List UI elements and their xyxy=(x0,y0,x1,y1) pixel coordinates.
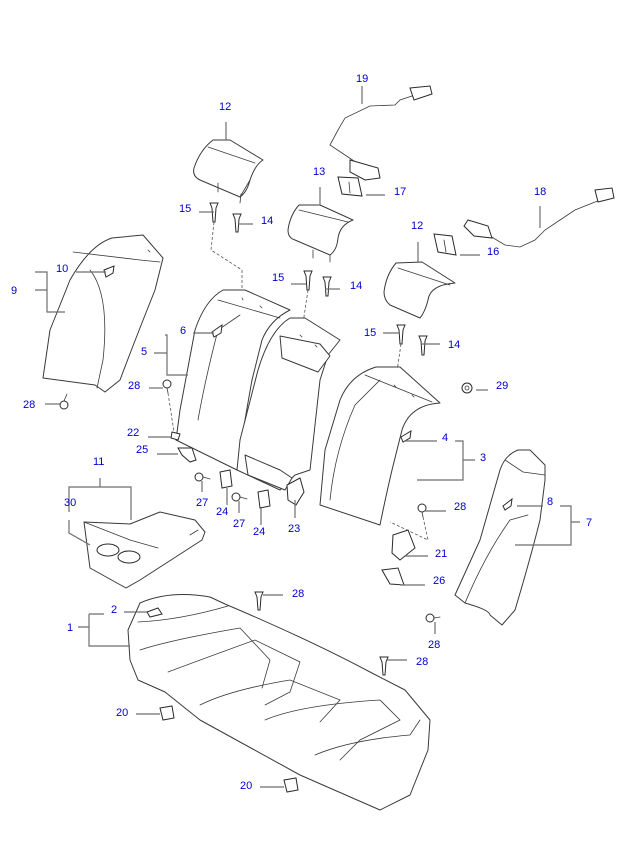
cable-release-left[interactable] xyxy=(329,85,433,181)
seatback-left-clip[interactable] xyxy=(211,323,223,338)
callout-20-b[interactable]: 20 xyxy=(240,780,252,792)
callout-24-a[interactable]: 24 xyxy=(216,506,228,518)
callout-10[interactable]: 10 xyxy=(56,263,68,275)
callout-8[interactable]: 8 xyxy=(547,496,553,508)
callout-9[interactable]: 9 xyxy=(11,285,17,297)
bolt-side-bolster-right[interactable] xyxy=(425,613,441,623)
hinge-lower-right[interactable] xyxy=(381,567,405,586)
callout-12-left[interactable]: 12 xyxy=(219,101,231,113)
armrest-hinge[interactable] xyxy=(286,477,305,506)
headrest-right[interactable] xyxy=(383,261,456,319)
side-bolster-right[interactable] xyxy=(454,449,546,626)
headrest-guide-15-right[interactable] xyxy=(396,324,406,345)
callout-27-a[interactable]: 27 xyxy=(196,497,208,509)
callout-22[interactable]: 22 xyxy=(127,427,139,439)
hinge-dashline-right xyxy=(389,516,429,541)
callout-14-left[interactable]: 14 xyxy=(261,215,273,227)
callout-6[interactable]: 6 xyxy=(180,325,186,337)
callout-18[interactable]: 18 xyxy=(534,186,546,198)
side-bolster-left[interactable] xyxy=(42,234,164,393)
guide-dashline-right xyxy=(394,343,402,386)
callout-15-right[interactable]: 15 xyxy=(364,327,376,339)
headrest-guide-14-right[interactable] xyxy=(418,335,428,356)
headrest-guide-15-center[interactable] xyxy=(303,270,313,291)
callout-28-seatback-left[interactable]: 28 xyxy=(128,380,140,392)
callout-3[interactable]: 3 xyxy=(480,452,486,464)
bolt-side-bolster-left[interactable] xyxy=(59,393,69,410)
callout-28-cushion-right[interactable]: 28 xyxy=(416,656,428,668)
callout-19[interactable]: 19 xyxy=(356,73,368,85)
side-bolster-right-clip[interactable] xyxy=(502,497,513,511)
callout-15-center[interactable]: 15 xyxy=(272,272,284,284)
callout-14-right[interactable]: 14 xyxy=(448,339,460,351)
callout-26[interactable]: 26 xyxy=(433,575,445,587)
nut[interactable] xyxy=(461,382,473,394)
headrest-center[interactable] xyxy=(287,204,354,263)
callout-1[interactable]: 1 xyxy=(67,622,73,634)
callout-14-center[interactable]: 14 xyxy=(350,280,362,292)
callout-28-bolster-left[interactable]: 28 xyxy=(23,399,35,411)
callout-28-bolster-right[interactable]: 28 xyxy=(428,639,440,651)
leader-lines xyxy=(35,86,580,788)
guide-dashline-center xyxy=(301,289,309,331)
cushion-hook-2[interactable] xyxy=(283,777,299,793)
callout-29[interactable]: 29 xyxy=(496,380,508,392)
callout-23[interactable]: 23 xyxy=(288,523,300,535)
callout-24-b[interactable]: 24 xyxy=(253,526,265,538)
hinge-bracket-right[interactable] xyxy=(391,529,416,561)
callout-28-seatback-right[interactable]: 28 xyxy=(454,501,466,513)
bolt-seatback-right[interactable] xyxy=(417,503,427,518)
callout-5[interactable]: 5 xyxy=(141,346,147,358)
armrest-bracket-2[interactable] xyxy=(257,489,271,509)
bolt-cushion-rear-left[interactable] xyxy=(254,591,264,611)
callout-15-left[interactable]: 15 xyxy=(179,203,191,215)
callout-13[interactable]: 13 xyxy=(313,166,325,178)
cushion-hook-1[interactable] xyxy=(159,705,175,721)
headrest-guide-14-left[interactable] xyxy=(232,213,242,233)
seatback-right[interactable] xyxy=(319,366,441,526)
callout-20-a[interactable]: 20 xyxy=(116,707,128,719)
callout-27-b[interactable]: 27 xyxy=(233,518,245,530)
washer[interactable] xyxy=(170,431,181,441)
callout-25[interactable]: 25 xyxy=(136,444,148,456)
callout-21[interactable]: 21 xyxy=(435,548,447,560)
callout-16[interactable]: 16 xyxy=(487,246,499,258)
headrest-left[interactable] xyxy=(193,139,264,204)
guide-dashline-left xyxy=(210,221,243,295)
armrest[interactable] xyxy=(83,511,206,589)
armrest-bracket-1[interactable] xyxy=(219,469,233,489)
headrest-guide-14-center[interactable] xyxy=(322,276,332,297)
cable-release-right[interactable] xyxy=(463,187,615,248)
release-knob-left[interactable] xyxy=(337,176,363,197)
callout-7[interactable]: 7 xyxy=(586,517,592,529)
seat-cushion[interactable] xyxy=(127,594,431,811)
callout-labels: 19 12 13 17 18 16 12 15 14 15 14 15 14 1… xyxy=(11,73,592,792)
bolt-dashline-left xyxy=(167,392,175,433)
callout-2[interactable]: 2 xyxy=(111,604,117,616)
cushion-clip[interactable] xyxy=(146,607,163,618)
seatback-right-clip[interactable] xyxy=(400,430,412,443)
callout-4[interactable]: 4 xyxy=(442,432,448,444)
side-bolster-left-clip[interactable] xyxy=(103,265,115,278)
callout-11[interactable]: 11 xyxy=(93,456,104,468)
cup-holder[interactable] xyxy=(96,543,141,564)
callout-17[interactable]: 17 xyxy=(394,186,406,198)
callout-30[interactable]: 30 xyxy=(64,497,76,509)
armrest-bolt-1[interactable] xyxy=(194,472,211,482)
bolt-seatback-left[interactable] xyxy=(162,379,172,394)
release-knob-right[interactable] xyxy=(433,233,457,256)
seatback-center[interactable] xyxy=(236,317,341,491)
hinge-bracket-left[interactable] xyxy=(177,447,197,463)
callout-12-right[interactable]: 12 xyxy=(411,220,423,232)
armrest-bolt-2[interactable] xyxy=(231,492,248,502)
callout-28-cushion-left[interactable]: 28 xyxy=(292,588,304,600)
bolt-cushion-rear-right[interactable] xyxy=(379,656,389,676)
